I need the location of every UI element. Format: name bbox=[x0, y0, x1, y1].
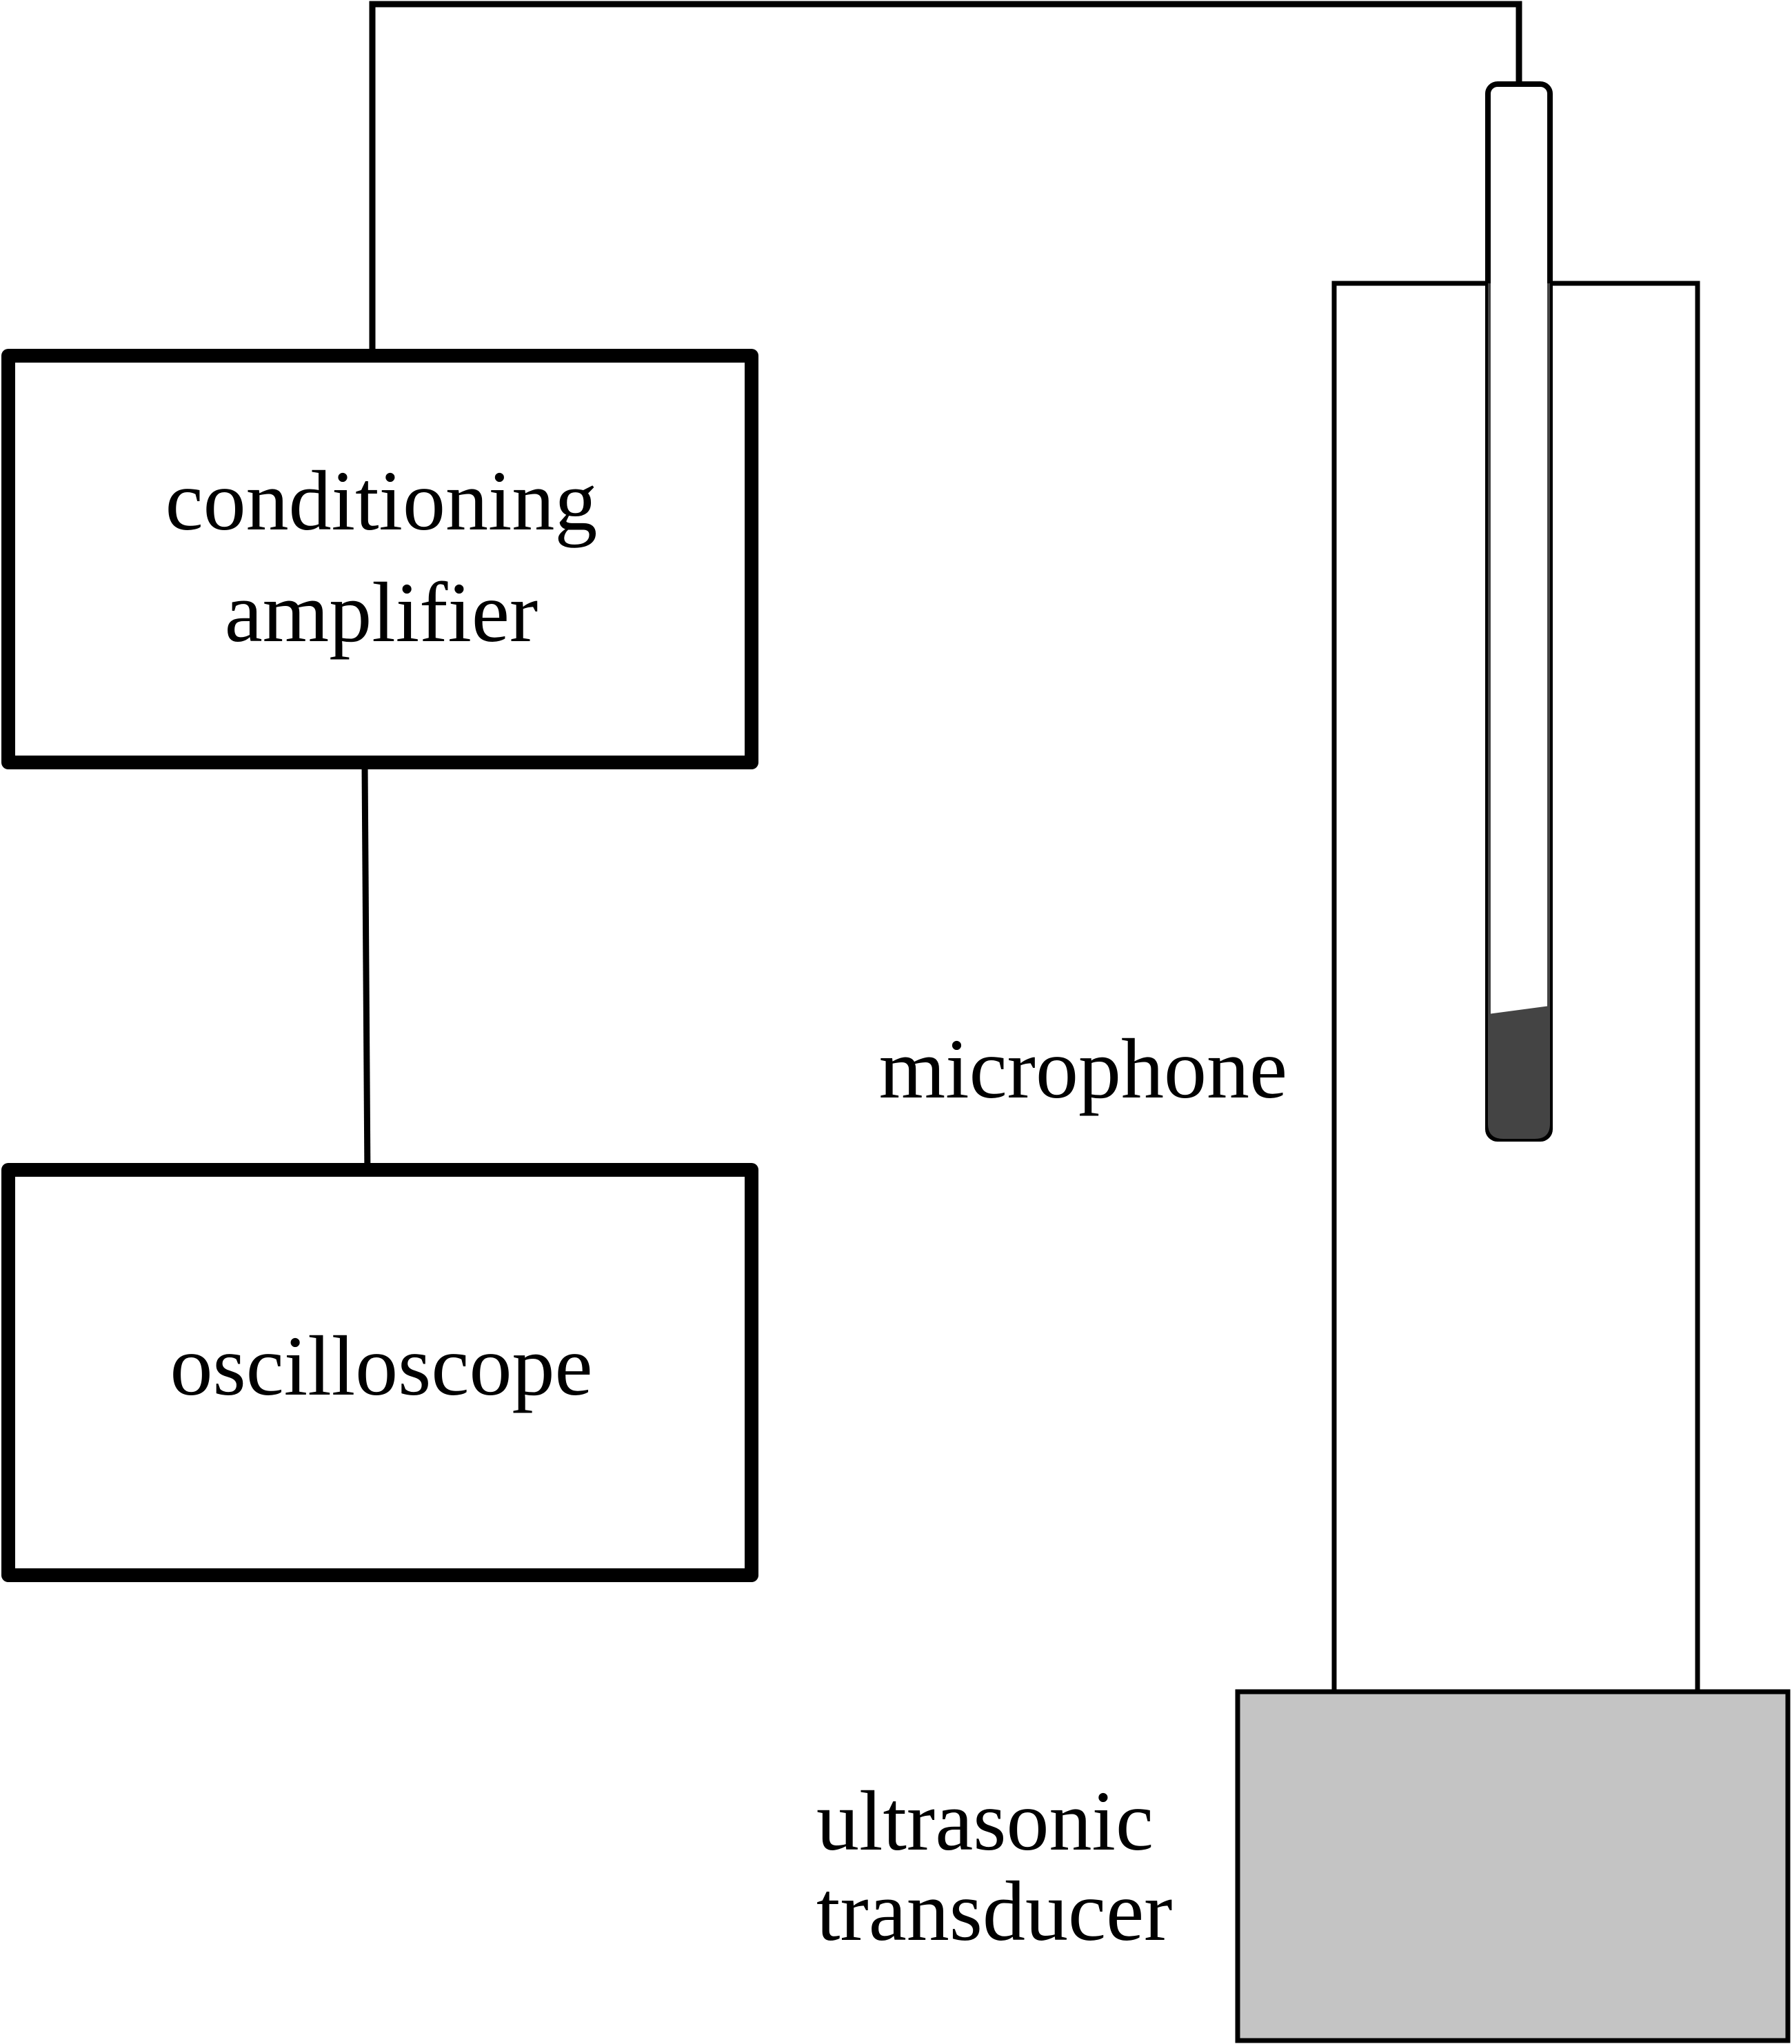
microphone-probe-inner-right bbox=[1547, 283, 1550, 1014]
amplifier-label-line2: amplifier bbox=[225, 565, 538, 660]
transducer-label-line2: transducer bbox=[816, 1864, 1172, 1959]
ultrasonic-transducer bbox=[1235, 1689, 1791, 2043]
microphone-label: microphone bbox=[879, 1022, 1287, 1116]
conditioning-amplifier-box bbox=[1, 349, 758, 769]
oscilloscope-box bbox=[1, 1163, 758, 1582]
amplifier-microphone-cable bbox=[369, 1, 1522, 352]
microphone-tip bbox=[1488, 1006, 1550, 1139]
transducer-label-line1: ultrasonic bbox=[816, 1774, 1154, 1868]
microphone-probe bbox=[1485, 81, 1553, 1142]
amplifier-oscilloscope-cable bbox=[361, 765, 371, 1181]
oscilloscope-label: oscilloscope bbox=[170, 1319, 593, 1413]
microphone-probe-inner-left bbox=[1488, 283, 1491, 1014]
amplifier-label-line1: conditioning bbox=[165, 454, 598, 548]
